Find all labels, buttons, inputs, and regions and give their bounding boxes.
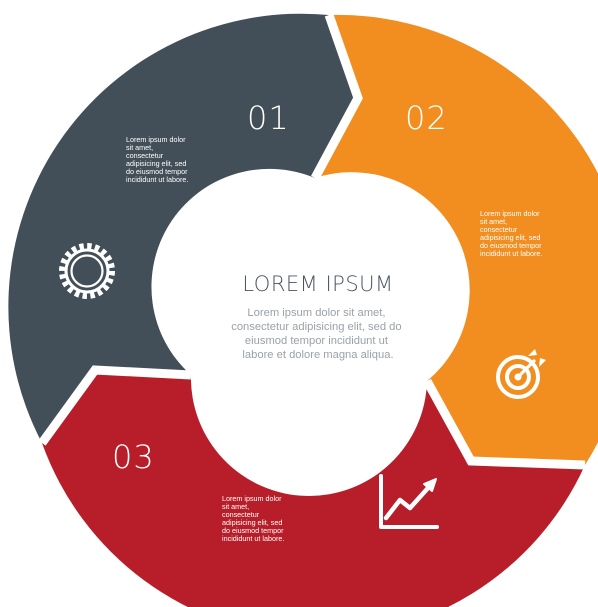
- segment-03-text-line: Lorem ipsum dolor: [222, 494, 282, 503]
- segment-03-text-line: do eiusmod tempor: [222, 526, 284, 535]
- segment-01-number: 01: [247, 99, 290, 137]
- segment-03-text-line: consectetur: [222, 510, 260, 519]
- gear-icon: [59, 243, 115, 299]
- center-title: LOREM IPSUM: [242, 272, 393, 296]
- chart-growth-icon: [379, 474, 439, 529]
- segment-01-text-line: consectetur: [126, 151, 164, 160]
- segment-02-text-line: consectetur: [480, 225, 518, 234]
- segment-01-text: Lorem ipsum dolor sit amet, consectetur …: [126, 135, 190, 184]
- segment-02-text-line: adipisicing elit, sed: [480, 233, 540, 242]
- segment-02-text-line: incididunt ut labore.: [480, 249, 542, 258]
- center-circle: [191, 178, 427, 414]
- segment-01-text-line: sit amet,: [126, 143, 153, 152]
- segment-02-text-line: sit amet,: [480, 217, 507, 226]
- segment-01-text-line: Lorem ipsum dolor: [126, 135, 186, 144]
- center-body-line: eiusmod tempor incididunt ut: [245, 335, 389, 347]
- segment-03-text-line: incididunt ut labore.: [222, 534, 284, 543]
- center-body-line: consectetur adipisicing elit, sed do: [231, 321, 401, 333]
- segment-01: [8, 13, 358, 443]
- segment-03-text-line: adipisicing elit, sed: [222, 518, 282, 527]
- segment-02-text-line: do eiusmod tempor: [480, 241, 542, 250]
- segment-02: [315, 14, 598, 465]
- segment-separators: [38, 13, 586, 470]
- segment-01-text-line: incididunt ut labore.: [126, 175, 188, 184]
- segment-02-text-line: Lorem ipsum dolor: [480, 209, 540, 218]
- segment-01-text-line: adipisicing elit, sed: [126, 159, 186, 168]
- segment-02-number: 02: [405, 99, 448, 137]
- segment-03-text: Lorem ipsum dolor sit amet, consectetur …: [222, 494, 286, 543]
- segment-03-number: 03: [112, 438, 155, 476]
- segment-03-text-line: sit amet,: [222, 502, 249, 511]
- segment-01-text-line: do eiusmod tempor: [126, 167, 188, 176]
- center-body-line: Lorem ipsum dolor sit amet,: [247, 307, 385, 319]
- segment-02-text: Lorem ipsum dolor sit amet, consectetur …: [480, 209, 544, 258]
- target-icon: [496, 349, 546, 399]
- center-body-line: labore et dolore magna aliqua.: [242, 349, 393, 361]
- center-body: Lorem ipsum dolor sit amet, consectetur …: [231, 307, 405, 361]
